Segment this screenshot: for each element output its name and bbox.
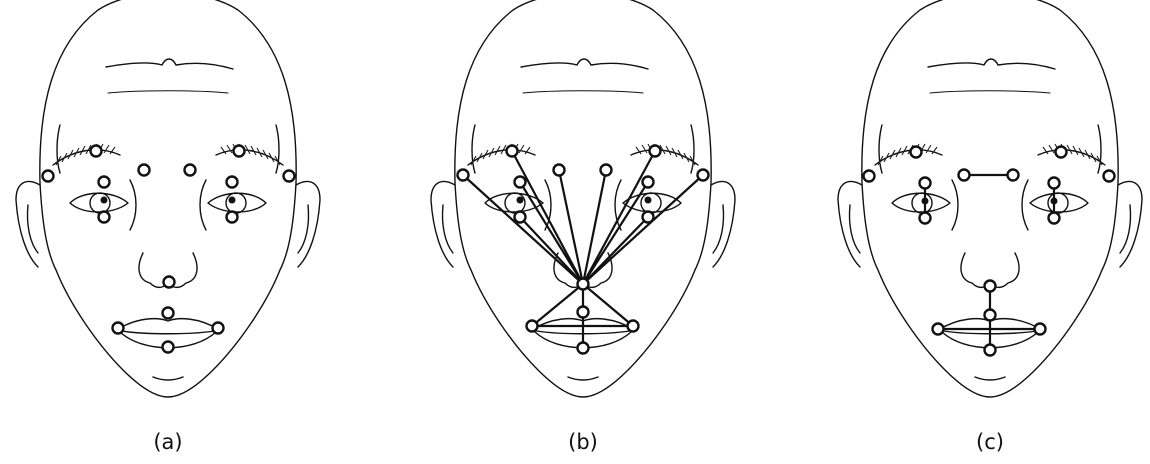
panel-label-c: (c) <box>976 430 1004 454</box>
landmark <box>1049 213 1060 224</box>
landmark <box>1056 147 1067 158</box>
landmark <box>911 147 922 158</box>
landmark <box>1049 178 1060 189</box>
connector-line <box>583 217 648 284</box>
landmark <box>643 177 654 188</box>
connector-line <box>463 175 583 284</box>
landmark <box>99 177 110 188</box>
landmark <box>698 170 709 181</box>
panel-a: (a) <box>16 0 320 454</box>
landmark <box>139 165 150 176</box>
landmark <box>234 146 245 157</box>
landmark <box>920 178 931 189</box>
panel-c: (c) <box>838 0 1142 454</box>
landmark <box>458 170 469 181</box>
landmark <box>163 342 174 353</box>
landmark <box>578 343 589 354</box>
connector-line <box>520 182 583 284</box>
landmark <box>43 171 54 182</box>
connections-c <box>925 175 1054 350</box>
pupil-landmark <box>101 197 108 204</box>
landmark <box>985 345 996 356</box>
landmark <box>578 279 589 290</box>
landmark <box>1035 324 1046 335</box>
landmark <box>284 171 295 182</box>
panel-b: (b) <box>431 0 735 454</box>
landmark <box>628 321 639 332</box>
landmark <box>985 281 996 292</box>
landmark <box>650 146 661 157</box>
landmark <box>933 324 944 335</box>
landmark <box>163 308 174 319</box>
landmark <box>91 146 102 157</box>
panel-label-a: (a) <box>153 430 182 454</box>
panel-label-b: (b) <box>568 430 598 454</box>
landmark <box>164 277 175 288</box>
landmark <box>643 212 654 223</box>
face-outline-a <box>16 0 320 397</box>
landmark <box>959 170 970 181</box>
landmark <box>227 212 238 223</box>
pupil-landmark <box>645 197 652 204</box>
landmark <box>554 165 565 176</box>
landmark <box>985 310 996 321</box>
landmark <box>578 307 589 318</box>
landmark <box>864 171 875 182</box>
pupil-landmark <box>1051 198 1058 205</box>
landmark <box>213 323 224 334</box>
pupil-landmark <box>229 197 236 204</box>
pupil-landmark <box>922 198 929 205</box>
landmark <box>1104 171 1115 182</box>
landmark <box>507 146 518 157</box>
landmark <box>99 212 110 223</box>
landmark <box>601 165 612 176</box>
landmark <box>1008 170 1019 181</box>
landmark <box>185 165 196 176</box>
landmark <box>920 213 931 224</box>
landmark <box>227 177 238 188</box>
landmark <box>515 212 526 223</box>
pupil-landmark <box>517 197 524 204</box>
landmark <box>515 177 526 188</box>
landmark <box>113 323 124 334</box>
landmark <box>527 321 538 332</box>
